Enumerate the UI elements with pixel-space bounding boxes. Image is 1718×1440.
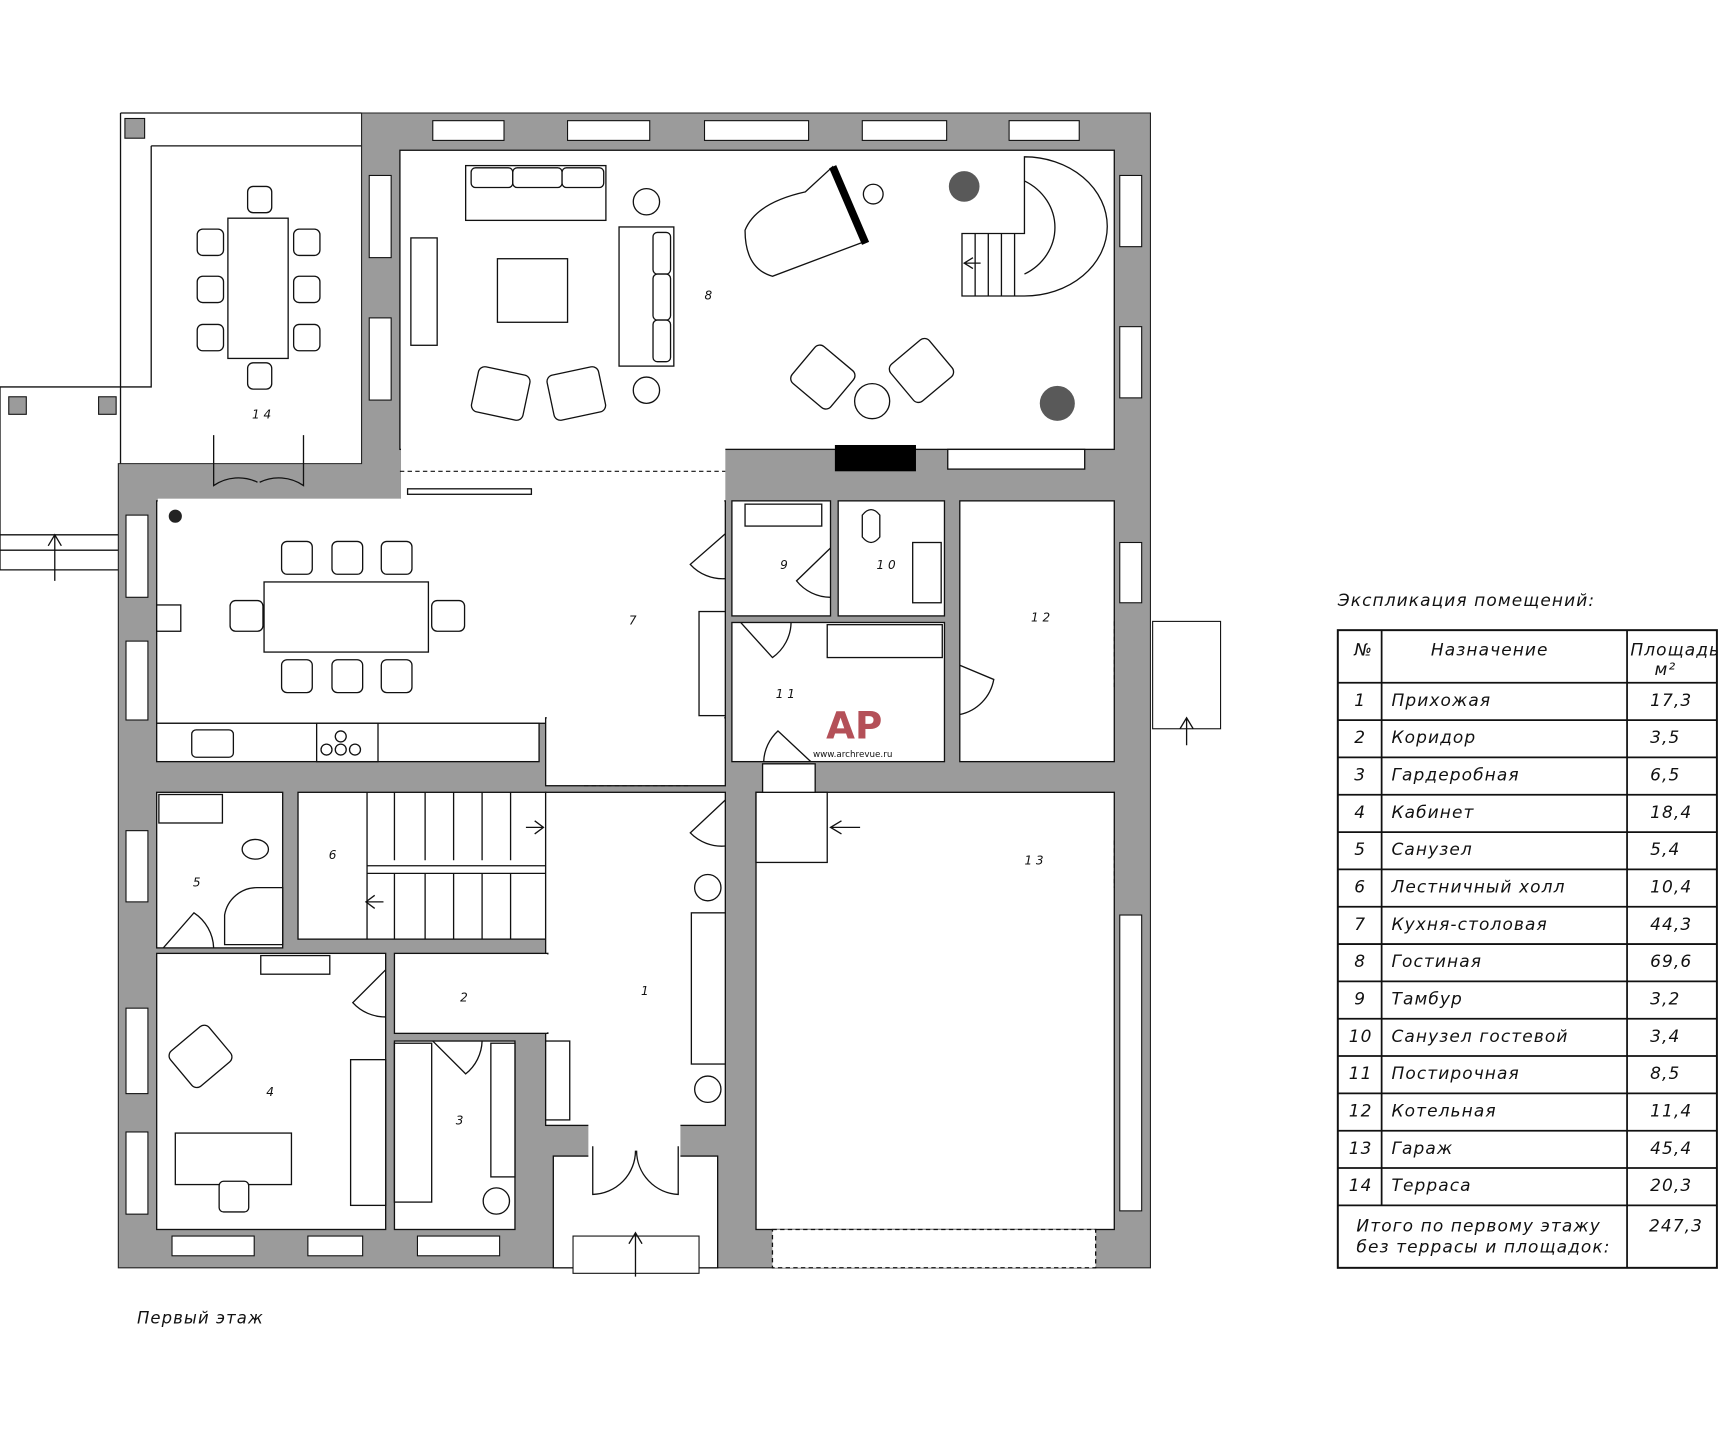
room-label-14: 1 4 (252, 408, 271, 422)
table-row: 6 Лестничный холл 10,4 (1354, 878, 1692, 898)
room-label-13: 1 3 (1024, 854, 1043, 868)
row-name: Кабинет (1391, 803, 1474, 823)
table-row: 9 Тамбур 3,2 (1354, 990, 1680, 1010)
row-number: 4 (1354, 803, 1366, 823)
row-number: 14 (1349, 1176, 1373, 1196)
table-row: 2 Коридор 3,5 (1354, 728, 1680, 748)
row-area: 11,4 (1650, 1102, 1692, 1122)
row-area: 3,2 (1650, 990, 1680, 1010)
room-label-11: 1 1 (776, 687, 795, 701)
row-number: 6 (1354, 878, 1366, 898)
watermark-url: www.archrevue.ru (813, 750, 892, 760)
row-number: 11 (1349, 1064, 1373, 1084)
total-label-line1: Итого по первому этажу (1356, 1217, 1600, 1237)
room-label-9: 9 (780, 558, 788, 572)
table-row: 7 Кухня-столовая 44,3 (1354, 915, 1692, 935)
row-name: Гостиная (1391, 952, 1482, 972)
row-name: Санузел гостевой (1391, 1027, 1568, 1047)
row-area: 20,3 (1650, 1176, 1692, 1196)
row-name: Гардеробная (1391, 766, 1519, 786)
table-row: 14 Терраса 20,3 (1349, 1176, 1692, 1196)
header-area: Площадь (1630, 640, 1718, 660)
row-number: 8 (1354, 952, 1366, 972)
row-number: 13 (1349, 1139, 1373, 1159)
room-label-4: 4 (266, 1085, 274, 1099)
row-area: 18,4 (1650, 803, 1692, 823)
table-row: 4 Кабинет 18,4 (1354, 803, 1692, 823)
table-title: Экспликация помещений: (1337, 591, 1595, 611)
row-area: 5,4 (1650, 840, 1680, 860)
row-number: 7 (1354, 915, 1366, 935)
row-number: 1 (1354, 691, 1366, 711)
total-label-line2: без террасы и площадок: (1356, 1237, 1610, 1257)
table-row: 11 Постирочная 8,5 (1349, 1064, 1680, 1084)
row-number: 9 (1354, 990, 1366, 1010)
furniture (156, 156, 1108, 1215)
row-number: 2 (1354, 728, 1366, 748)
total-area: 247,3 (1649, 1217, 1703, 1237)
row-name: Кухня-столовая (1391, 915, 1547, 935)
header-num: № (1353, 640, 1373, 660)
room-labels: 1 2 3 4 5 6 7 8 9 1 0 1 1 1 2 1 3 1 4 (193, 288, 1050, 1127)
room-label-3: 3 (456, 1113, 464, 1127)
plan-caption: Первый этаж (137, 1309, 264, 1328)
room-label-12: 1 2 (1031, 610, 1050, 624)
table-row: 1 Прихожая 17,3 (1354, 691, 1692, 711)
row-area: 8,5 (1650, 1064, 1680, 1084)
explication-table: Экспликация помещений: № Назначение Площ… (1337, 591, 1718, 1269)
table-row: 10 Санузел гостевой 3,4 (1349, 1027, 1680, 1047)
row-name: Гараж (1391, 1139, 1453, 1159)
row-name: Терраса (1391, 1176, 1471, 1196)
table-row: 8 Гостиная 69,6 (1354, 952, 1692, 972)
row-number: 12 (1349, 1102, 1373, 1122)
row-area: 17,3 (1650, 691, 1692, 711)
header-unit: м² (1654, 660, 1676, 680)
row-name: Прихожая (1391, 691, 1491, 711)
row-name: Коридор (1391, 728, 1476, 748)
room-label-7: 7 (629, 614, 637, 628)
table-row: 12 Котельная 11,4 (1349, 1102, 1692, 1122)
windows (125, 120, 1222, 1274)
room-label-8: 8 (705, 288, 713, 302)
header-name: Назначение (1431, 640, 1549, 660)
row-area: 44,3 (1650, 915, 1692, 935)
room-label-5: 5 (193, 876, 201, 890)
row-area: 45,4 (1650, 1139, 1692, 1159)
row-area: 3,5 (1650, 728, 1680, 748)
table-row: 5 Санузел 5,4 (1354, 840, 1680, 860)
row-area: 3,4 (1650, 1027, 1680, 1047)
row-area: 69,6 (1650, 952, 1692, 972)
row-area: 10,4 (1650, 878, 1692, 898)
row-name: Санузел (1391, 840, 1472, 860)
row-number: 5 (1354, 840, 1366, 860)
row-name: Лестничный холл (1390, 878, 1565, 898)
row-number: 3 (1354, 766, 1366, 786)
row-name: Постирочная (1391, 1064, 1519, 1084)
row-area: 6,5 (1650, 766, 1680, 786)
table-row: 13 Гараж 45,4 (1349, 1139, 1692, 1159)
doors (162, 435, 1194, 1277)
table-row: 3 Гардеробная 6,5 (1354, 766, 1680, 786)
terrace (0, 112, 362, 581)
row-name: Тамбур (1391, 990, 1462, 1010)
row-name: Котельная (1391, 1102, 1496, 1122)
room-label-1: 1 (641, 984, 649, 998)
watermark-logo: AP (826, 704, 882, 748)
room-label-10: 1 0 (877, 558, 896, 572)
row-number: 10 (1349, 1027, 1373, 1047)
room-label-2: 2 (460, 991, 468, 1005)
room-label-6: 6 (329, 848, 337, 862)
